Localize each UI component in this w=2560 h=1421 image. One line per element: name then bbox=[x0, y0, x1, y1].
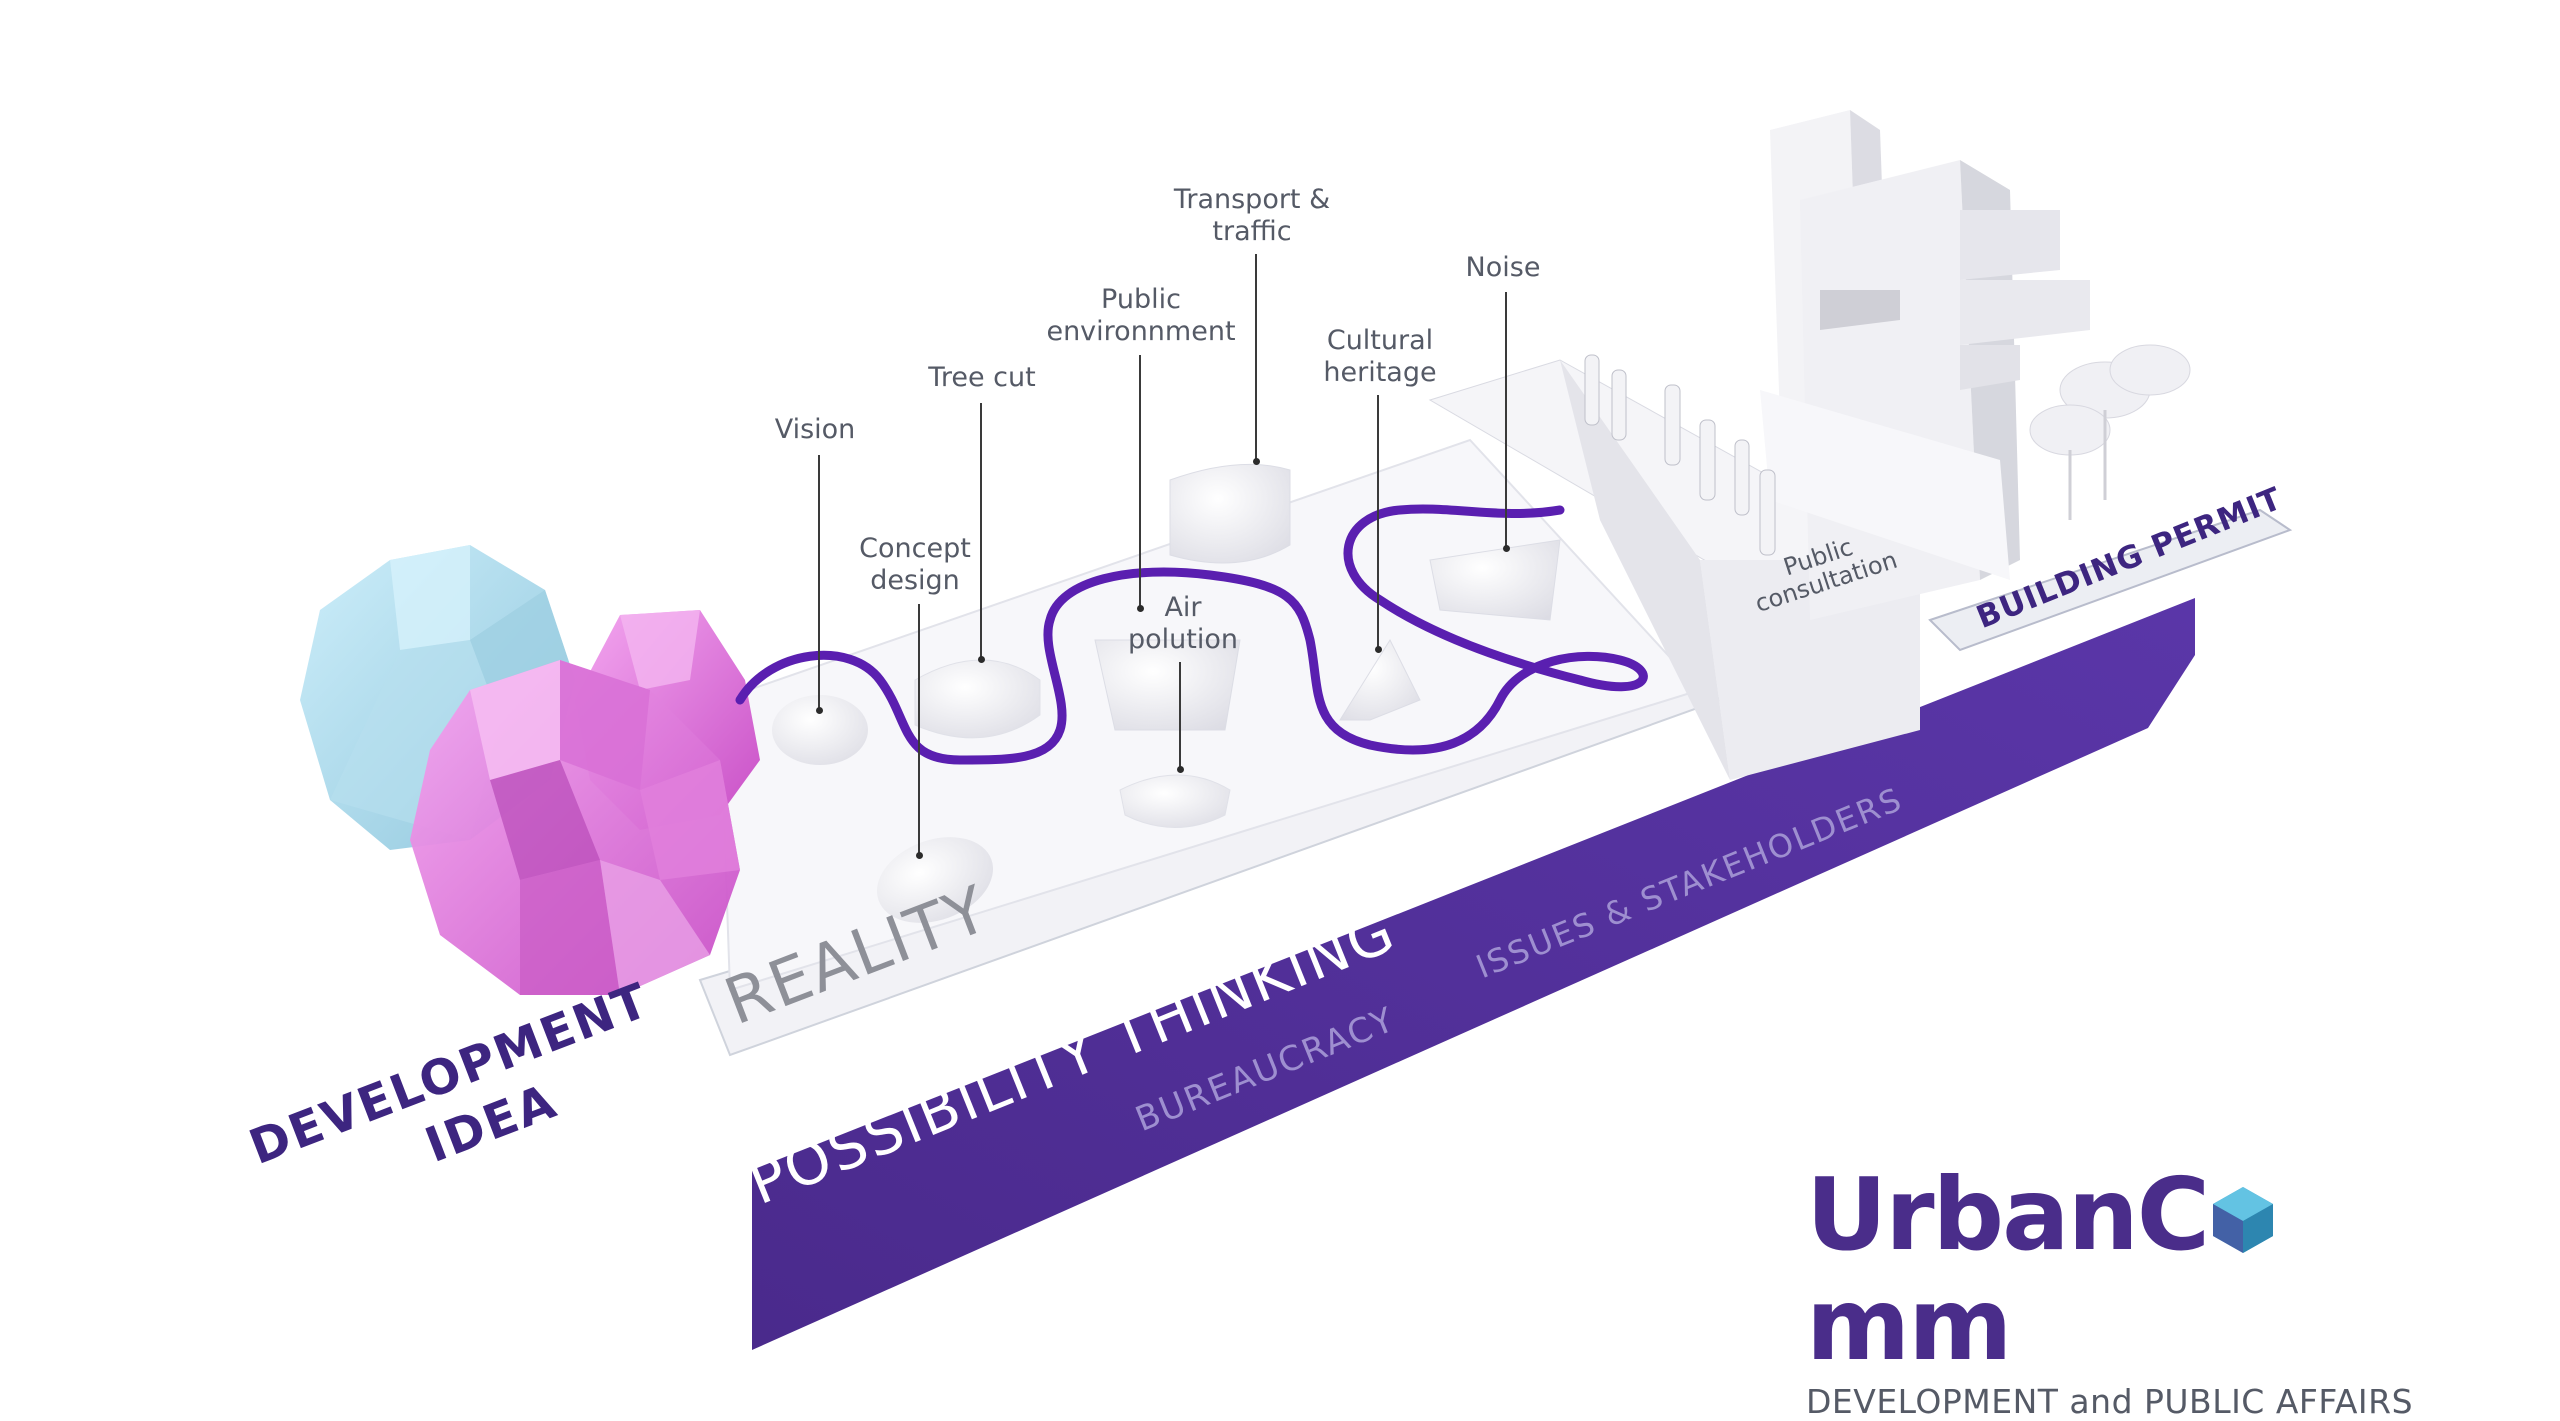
callout-leader-transport bbox=[1255, 254, 1257, 460]
public-environment-shape bbox=[1094, 639, 1241, 731]
callout-dot-concept-design bbox=[916, 852, 923, 859]
callout-leader-public-environment bbox=[1139, 355, 1141, 608]
air-polution-shape bbox=[1119, 774, 1231, 828]
logo-tagline: DEVELOPMENT and PUBLIC AFFAIRS bbox=[1806, 1382, 2414, 1421]
callout-label-noise: Noise bbox=[1465, 252, 1541, 283]
consultation-block-side bbox=[1560, 360, 1730, 780]
tree-models bbox=[2029, 344, 2191, 520]
tree-cut-shape bbox=[914, 659, 1041, 739]
process-path bbox=[735, 504, 1648, 765]
callout-leader-tree-cut bbox=[980, 403, 982, 659]
callout-dot-cultural-heritage bbox=[1375, 646, 1382, 653]
callout-dot-public-environment bbox=[1137, 605, 1144, 612]
vision-shape bbox=[772, 695, 868, 765]
callout-dot-transport bbox=[1253, 458, 1260, 465]
callout-label-transport: Transport & traffic bbox=[1173, 184, 1331, 247]
people-models bbox=[1584, 354, 1776, 556]
callout-leader-noise bbox=[1505, 292, 1507, 546]
callout-leader-concept-design bbox=[918, 604, 920, 854]
callout-label-vision: Vision bbox=[774, 414, 856, 445]
callout-dot-noise bbox=[1503, 545, 1510, 552]
callout-leader-air-polution bbox=[1179, 662, 1181, 767]
hexagon-cube-icon bbox=[2210, 1166, 2276, 1253]
possibility-band bbox=[752, 598, 2195, 1350]
noise-shape bbox=[1429, 539, 1561, 621]
callout-label-air-polution: Air polution bbox=[1128, 592, 1238, 655]
callout-dot-tree-cut bbox=[978, 656, 985, 663]
callout-dot-vision bbox=[816, 707, 823, 714]
logo-wordmark-part1: UrbanC bbox=[1806, 1156, 2210, 1273]
company-logo: UrbanCmm DEVELOPMENT and PUBLIC AFFAIRS bbox=[1806, 1160, 2446, 1421]
pink-gem-front bbox=[410, 660, 740, 995]
permit-platform bbox=[1928, 508, 2293, 652]
building-model bbox=[1760, 110, 2090, 620]
callout-label-cultural-heritage: Cultural heritage bbox=[1323, 325, 1437, 388]
callout-label-public-environment: Public environnment bbox=[1046, 284, 1236, 347]
concept-design-shape bbox=[876, 837, 994, 923]
callout-leader-vision bbox=[818, 455, 820, 710]
callout-dot-air-polution bbox=[1177, 766, 1184, 773]
logo-wordmark: UrbanCmm bbox=[1806, 1160, 2446, 1380]
cultural-heritage-shape bbox=[1339, 638, 1421, 721]
consultation-block-front bbox=[1700, 560, 1920, 780]
logo-wordmark-part2: mm bbox=[1806, 1266, 2012, 1383]
callout-label-concept-design: Concept design bbox=[859, 533, 971, 596]
callout-label-tree-cut: Tree cut bbox=[928, 362, 1036, 393]
transport-shape bbox=[1169, 463, 1291, 564]
callout-leader-cultural-heritage bbox=[1377, 395, 1379, 648]
